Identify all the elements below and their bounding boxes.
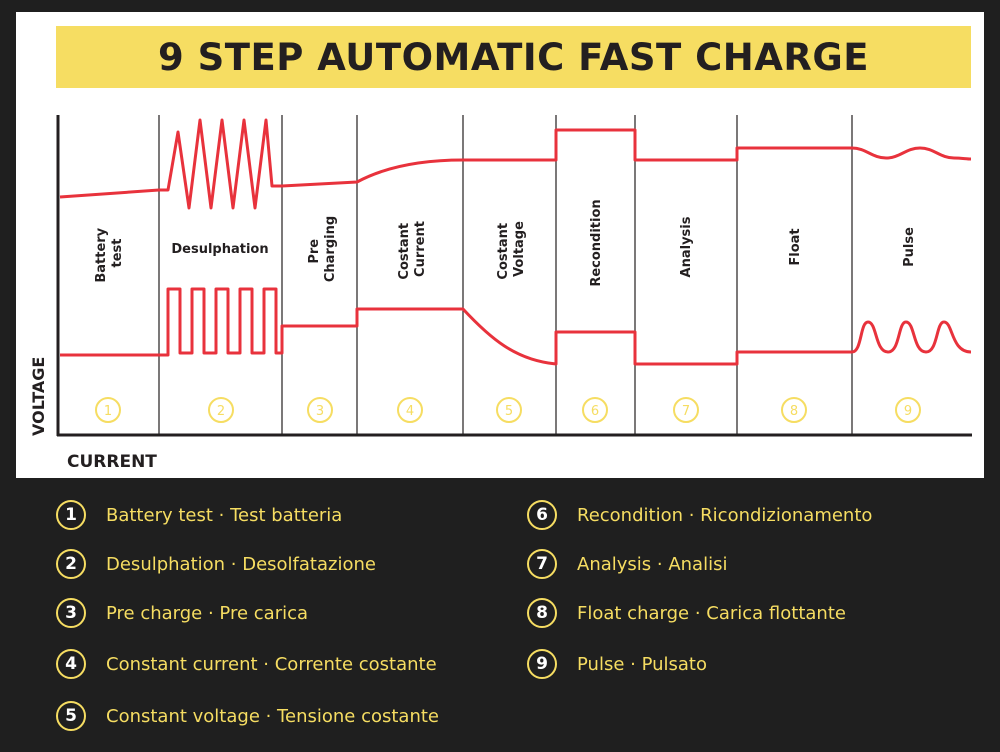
diagram-panel: 9 STEP AUTOMATIC FAST CHARGE — [16, 12, 984, 478]
step-number-4: 4 — [397, 397, 423, 423]
svg-text:1: 1 — [104, 404, 112, 419]
svg-text:5: 5 — [505, 404, 513, 419]
legend-number-4: 4 — [56, 649, 86, 679]
step-number-8: 8 — [781, 397, 807, 423]
svg-text:8: 8 — [790, 404, 798, 419]
svg-text:7: 7 — [682, 404, 690, 419]
legend-item-1: 1 Battery test · Test batteria — [56, 500, 342, 530]
y-axis-label: VOLTAGE — [29, 357, 48, 436]
step-label-3: Pre Charging — [307, 216, 338, 282]
step-label-7: Analysis — [679, 216, 694, 277]
legend-number-9: 9 — [527, 649, 557, 679]
legend-text-3: Pre charge · Pre carica — [106, 602, 309, 624]
step-number-6: 6 — [582, 397, 608, 423]
title-banner: 9 STEP AUTOMATIC FAST CHARGE — [56, 26, 971, 88]
step-labels: Battery test Desulphation Pre Charging C… — [94, 199, 917, 286]
step-dividers — [158, 115, 853, 435]
step-number-3: 3 — [307, 397, 333, 423]
svg-text:3: 3 — [316, 404, 324, 419]
legend-text-4: Constant current · Corrente costante — [106, 653, 437, 675]
legend-text-7: Analysis · Analisi — [577, 553, 728, 575]
step-number-5: 5 — [496, 397, 522, 423]
step-label-9: Pulse — [902, 227, 917, 267]
legend-item-7: 7 Analysis · Analisi — [527, 549, 727, 579]
svg-text:4: 4 — [406, 404, 414, 419]
step-number-1: 1 — [95, 397, 121, 423]
legend-item-3: 3 Pre charge · Pre carica — [56, 598, 308, 628]
legend-text-5: Constant voltage · Tensione costante — [106, 705, 439, 727]
legend-item-5: 5 Constant voltage · Tensione costante — [56, 701, 439, 731]
step-number-2: 2 — [208, 397, 234, 423]
step-label-8: Float — [788, 228, 803, 265]
legend-item-9: 9 Pulse · Pulsato — [527, 649, 707, 679]
voltage-curve — [59, 118, 972, 210]
x-axis-label: CURRENT — [67, 452, 157, 472]
legend-text-2: Desulphation · Desolfatazione — [106, 553, 376, 575]
legend-item-8: 8 Float charge · Carica flottante — [527, 598, 846, 628]
step-numbers: 1 2 3 4 5 6 7 8 9 — [95, 397, 921, 423]
legend-number-8: 8 — [527, 598, 557, 628]
step-number-9: 9 — [895, 397, 921, 423]
page-title: 9 STEP AUTOMATIC FAST CHARGE — [158, 35, 869, 79]
legend-text-6: Recondition · Ricondizionamento — [577, 504, 873, 526]
svg-text:6: 6 — [591, 404, 599, 419]
step-label-6: Recondition — [589, 199, 604, 286]
legend-text-8: Float charge · Carica flottante — [577, 602, 846, 624]
current-curve — [60, 287, 972, 366]
legend-text-9: Pulse · Pulsato — [577, 653, 707, 675]
step-label-4: Costant Current — [397, 218, 428, 279]
legend-number-3: 3 — [56, 598, 86, 628]
legend-number-6: 6 — [527, 500, 557, 530]
legend-item-6: 6 Recondition · Ricondizionamento — [527, 500, 872, 530]
step-label-2: Desulphation — [171, 242, 268, 257]
legend-item-4: 4 Constant current · Corrente costante — [56, 649, 437, 679]
step-label-1: Battery test — [94, 223, 125, 282]
legend-number-2: 2 — [56, 549, 86, 579]
legend-item-2: 2 Desulphation · Desolfatazione — [56, 549, 376, 579]
svg-text:2: 2 — [217, 404, 225, 419]
step-number-7: 7 — [673, 397, 699, 423]
legend-number-1: 1 — [56, 500, 86, 530]
legend-number-7: 7 — [527, 549, 557, 579]
legend-text-1: Battery test · Test batteria — [106, 504, 343, 526]
svg-text:9: 9 — [904, 404, 912, 419]
step-label-5: Costant Voltage — [496, 218, 527, 279]
legend-number-5: 5 — [56, 701, 86, 731]
